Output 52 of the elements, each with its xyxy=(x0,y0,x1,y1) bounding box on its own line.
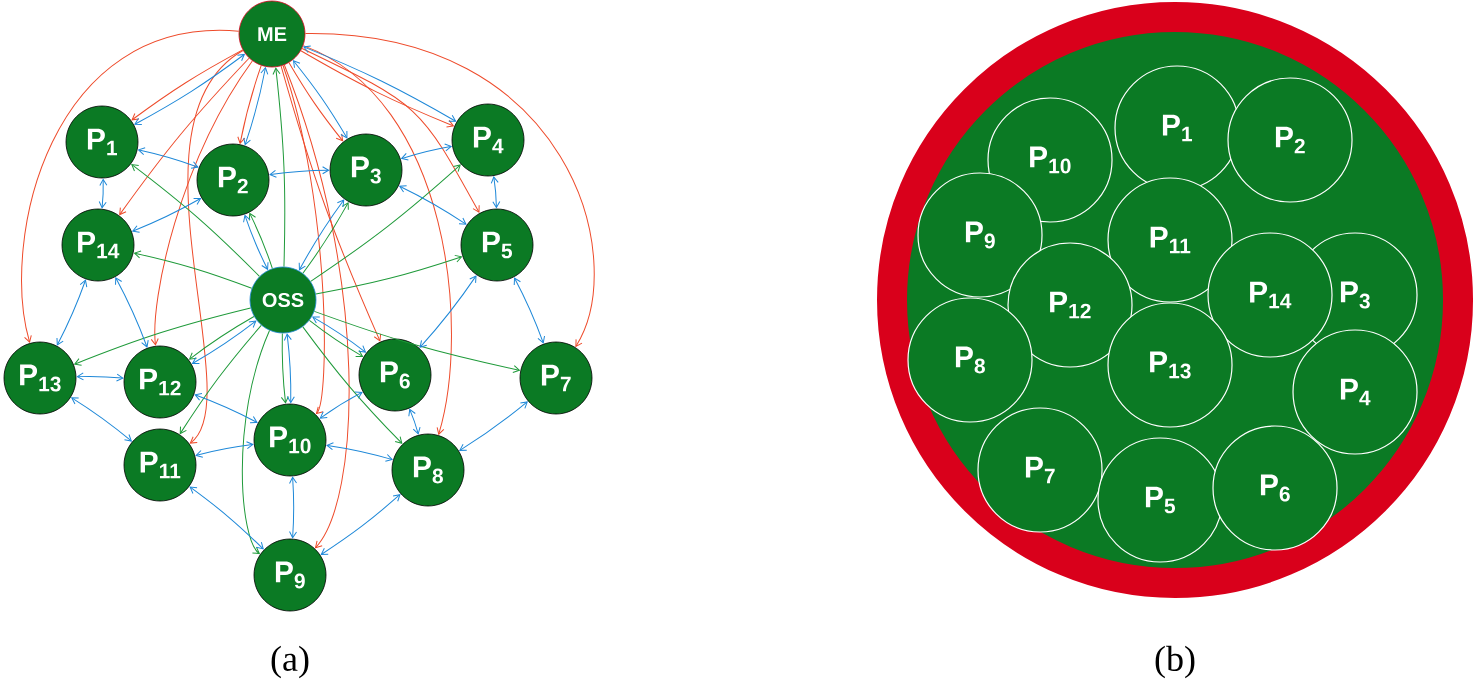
arrow xyxy=(282,65,325,415)
arrow xyxy=(302,326,403,444)
arrow xyxy=(300,50,454,128)
arrow xyxy=(98,178,108,209)
arrow xyxy=(134,250,253,289)
arrow xyxy=(289,476,297,539)
panel-label: (a) xyxy=(271,645,309,679)
arrow xyxy=(302,45,452,435)
arrow xyxy=(304,33,595,347)
arrow xyxy=(132,197,202,233)
arrow xyxy=(310,164,461,282)
arrow xyxy=(115,277,149,348)
arrow xyxy=(71,397,132,442)
arrow xyxy=(194,393,258,424)
arrow xyxy=(326,442,393,462)
arrow xyxy=(241,330,270,555)
arrow xyxy=(119,57,250,216)
arrow xyxy=(150,60,253,346)
arrow xyxy=(280,332,289,404)
arrow xyxy=(272,67,286,268)
arrow xyxy=(179,324,262,435)
panel-label: (b) xyxy=(1155,645,1195,679)
arrow xyxy=(131,164,260,277)
arrow xyxy=(21,30,240,343)
arrow xyxy=(315,254,463,295)
arrow xyxy=(76,372,124,382)
arrow xyxy=(280,65,382,342)
arrow xyxy=(283,64,350,549)
arrow xyxy=(243,67,269,146)
arrow xyxy=(459,401,528,451)
arrow xyxy=(243,214,269,270)
arrow xyxy=(320,494,401,555)
arrow xyxy=(195,441,254,458)
arrow xyxy=(248,212,273,269)
arrow xyxy=(303,45,457,122)
arrow xyxy=(301,47,480,213)
arrow xyxy=(74,307,252,366)
arrow xyxy=(283,333,295,404)
arrow xyxy=(237,65,262,144)
arrow xyxy=(319,391,363,419)
arrow xyxy=(408,408,421,435)
arrow xyxy=(513,277,545,344)
arrow xyxy=(490,176,501,209)
arrow xyxy=(56,279,88,346)
arrow xyxy=(401,143,452,161)
arrow xyxy=(138,147,199,169)
arrow xyxy=(187,49,244,444)
arrow xyxy=(189,486,264,550)
arrow xyxy=(419,275,477,348)
arrow xyxy=(269,166,330,178)
arrow xyxy=(399,185,467,225)
arrow xyxy=(313,310,520,373)
